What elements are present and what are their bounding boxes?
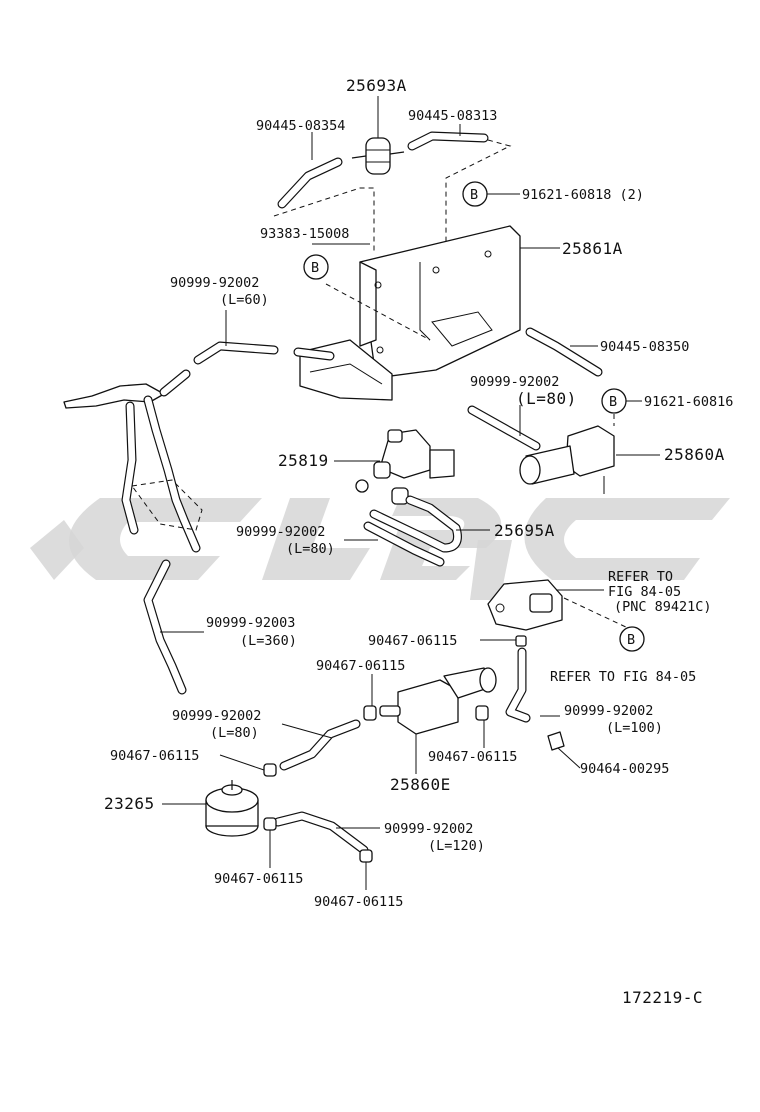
callout-b-letter: B — [627, 632, 635, 648]
vsv-25819 — [355, 429, 455, 505]
label-93383-15008: 93383-15008 — [260, 226, 349, 242]
label-length-360: (L=360) — [240, 633, 297, 649]
hose-90999-92002-l60 — [193, 341, 335, 365]
label-91621-60816: 91621-60816 — [644, 394, 733, 410]
label-length-60: (L=60) — [220, 292, 269, 308]
label-25861a: 25861A — [562, 239, 623, 258]
hose-90999-92002-l80-lower — [279, 719, 361, 771]
label-25695a: 25695A — [494, 521, 555, 540]
label-refer-to-fig-2: REFER TO FIG 84-05 — [550, 669, 696, 685]
clamp-90464-00295 — [547, 731, 565, 751]
label-90999-92002-d: 90999-92002 — [564, 703, 653, 719]
label-91621-60818: 91621-60818 (2) — [522, 187, 644, 203]
sensor-pnc-89421c — [487, 579, 563, 631]
vsv-25860a — [519, 425, 615, 494]
hose-90999-92002-l80-short — [467, 405, 541, 451]
label-90467-06115-e: 90467-06115 — [214, 871, 303, 887]
vacuum-filter-25693a — [351, 137, 405, 175]
hose-90999-92002-l120 — [273, 811, 369, 855]
hose-90999-92002-l100 — [505, 647, 531, 723]
label-length-100: (L=100) — [606, 720, 663, 736]
hose-90445-08313 — [407, 131, 489, 151]
label-length-80-e: (L=80) — [210, 725, 259, 741]
label-refer-pnc: (PNC 89421C) — [614, 599, 712, 615]
label-90999-92002-c: 90999-92002 — [236, 524, 325, 540]
label-90999-92002-a: 90999-92002 — [170, 275, 259, 291]
callout-b-3: B — [601, 388, 627, 414]
label-23265: 23265 — [104, 794, 155, 813]
callout-b-letter: B — [470, 187, 478, 203]
label-90467-06115-d: 90467-06115 — [110, 748, 199, 764]
label-90999-92003: 90999-92003 — [206, 615, 295, 631]
label-25860e: 25860E — [390, 775, 451, 794]
hose-90999-92003-l360 — [143, 559, 187, 695]
hose-90445-08350 — [525, 327, 603, 377]
vacuum-pipe-assembly — [63, 369, 203, 553]
callout-b-letter: B — [311, 260, 319, 276]
label-90999-92002-b: 90999-92002 — [470, 374, 559, 390]
callout-b-1: B — [462, 181, 488, 207]
clip-90467-06115-6 — [359, 849, 373, 863]
label-90445-08313: 90445-08313 — [408, 108, 497, 124]
label-25819: 25819 — [278, 451, 329, 470]
clip-90467-06115-1 — [515, 635, 527, 647]
label-length-120: (L=120) — [428, 838, 485, 854]
label-90467-06115-b: 90467-06115 — [316, 658, 405, 674]
callout-b-letter: B — [609, 394, 617, 410]
valve-23265 — [205, 780, 259, 837]
clip-90467-06115-3 — [263, 763, 277, 777]
hose-25695a — [363, 495, 462, 567]
clip-90467-06115-5 — [263, 817, 277, 831]
label-refer-to-1: REFER TO — [608, 569, 673, 585]
label-90999-92002-f: 90999-92002 — [384, 821, 473, 837]
figure-number: 172219-C — [622, 988, 703, 1007]
vsv-25860e — [363, 667, 497, 735]
label-90467-06115-c: 90467-06115 — [428, 749, 517, 765]
hose-90445-08354 — [277, 157, 343, 209]
label-90999-92002-e: 90999-92002 — [172, 708, 261, 724]
callout-b-2: B — [303, 254, 329, 280]
label-refer-fig-1: FIG 84-05 — [608, 584, 681, 600]
label-length-80-c: (L=80) — [286, 541, 335, 557]
callout-b-4: B — [619, 626, 645, 652]
label-90467-06115-f: 90467-06115 — [314, 894, 403, 910]
label-length-80-b: (L=80) — [516, 389, 577, 408]
label-90464-00295: 90464-00295 — [580, 761, 669, 777]
label-90445-08350: 90445-08350 — [600, 339, 689, 355]
label-90445-08354: 90445-08354 — [256, 118, 345, 134]
label-25693a: 25693A — [346, 76, 407, 95]
label-25860a: 25860A — [664, 445, 725, 464]
watermark — [30, 498, 730, 600]
leader-lines — [160, 96, 660, 890]
label-90467-06115-a: 90467-06115 — [368, 633, 457, 649]
